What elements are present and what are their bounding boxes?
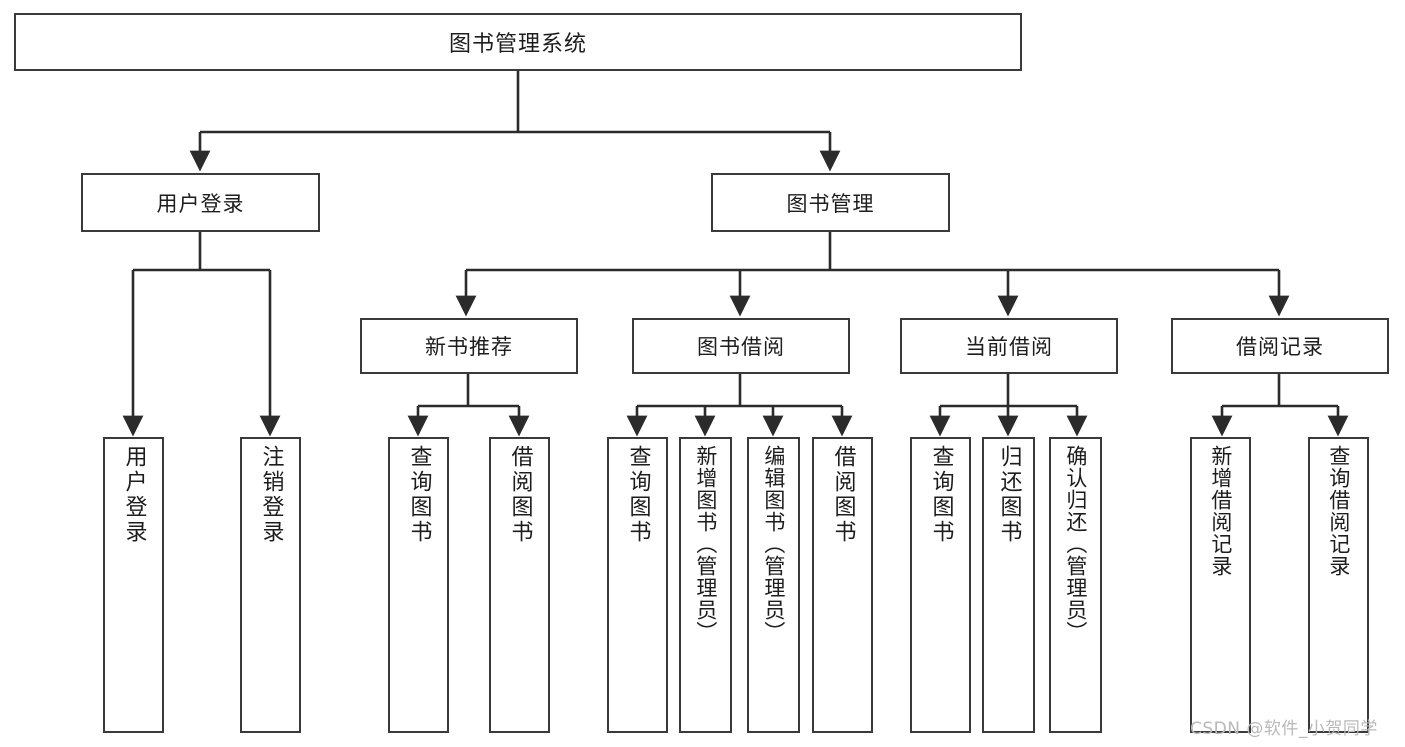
leaf-return-book-label: 归还图书 <box>996 445 1022 545</box>
leaf-logout-login-label: 注销登录 <box>258 445 284 545</box>
leaf-user-login[interactable]: 用户登录 <box>103 437 164 733</box>
leaf-query-borrow-record-label: 查询借阅记录 <box>1326 445 1351 577</box>
leaf-add-borrow-record[interactable]: 新增借阅记录 <box>1190 437 1251 733</box>
leaf-borrow-book[interactable]: 借阅图书 <box>812 437 873 733</box>
leaf-logout-login[interactable]: 注销登录 <box>240 437 301 733</box>
leaf-edit-book-admin[interactable]: 编辑图书（管理员） <box>747 437 800 733</box>
node-current-borrow-label: 当前借阅 <box>965 335 1053 359</box>
leaf-borrow-book-recommend[interactable]: 借阅图书 <box>489 437 550 733</box>
leaf-query-book-current-label: 查询图书 <box>928 445 954 545</box>
node-root-book-management-system[interactable]: 图书管理系统 <box>14 13 1022 71</box>
node-user-login-label: 用户登录 <box>156 191 245 216</box>
leaf-query-book-current[interactable]: 查询图书 <box>910 437 971 733</box>
leaf-confirm-return-admin-label: 确认归还（管理员） <box>1063 445 1088 643</box>
node-user-login[interactable]: 用户登录 <box>81 173 320 232</box>
node-root-label: 图书管理系统 <box>448 32 587 57</box>
node-current-borrow[interactable]: 当前借阅 <box>900 318 1118 374</box>
node-new-book-recommend[interactable]: 新书推荐 <box>360 318 578 374</box>
leaf-user-login-label: 用户登录 <box>121 445 147 545</box>
node-book-borrow-label: 图书借阅 <box>697 335 785 359</box>
leaf-borrow-book-recommend-label: 借阅图书 <box>507 445 533 545</box>
leaf-query-book-recommend-label: 查询图书 <box>406 445 432 545</box>
leaf-borrow-book-label: 借阅图书 <box>830 445 856 545</box>
leaf-confirm-return-admin[interactable]: 确认归还（管理员） <box>1049 437 1102 733</box>
leaf-edit-book-admin-label: 编辑图书（管理员） <box>761 445 786 643</box>
leaf-add-book-admin-label: 新增图书（管理员） <box>693 445 718 643</box>
node-new-book-recommend-label: 新书推荐 <box>425 335 513 359</box>
leaf-query-book-borrow-label: 查询图书 <box>625 445 651 545</box>
leaf-add-book-admin[interactable]: 新增图书（管理员） <box>679 437 732 733</box>
leaf-query-book-recommend[interactable]: 查询图书 <box>388 437 449 733</box>
node-book-borrow[interactable]: 图书借阅 <box>632 318 850 374</box>
node-book-management[interactable]: 图书管理 <box>711 173 950 232</box>
leaf-query-borrow-record[interactable]: 查询借阅记录 <box>1308 437 1369 733</box>
leaf-return-book[interactable]: 归还图书 <box>982 437 1035 733</box>
node-borrow-record[interactable]: 借阅记录 <box>1171 318 1389 374</box>
node-borrow-record-label: 借阅记录 <box>1236 335 1324 359</box>
leaf-add-borrow-record-label: 新增借阅记录 <box>1208 445 1233 577</box>
csdn-watermark: CSDN @软件_小贺同学 <box>1190 719 1378 739</box>
leaf-query-book-borrow[interactable]: 查询图书 <box>607 437 668 733</box>
node-book-management-label: 图书管理 <box>786 191 875 216</box>
